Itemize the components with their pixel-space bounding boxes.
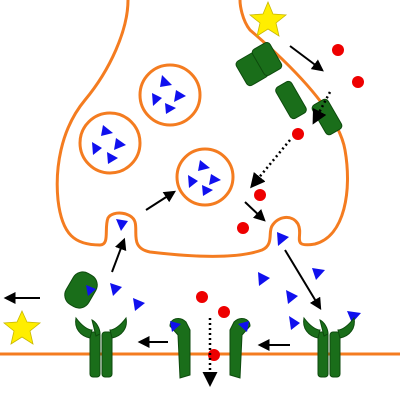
presynaptic-membrane xyxy=(55,0,349,258)
neurotransmitter-icon xyxy=(238,321,249,332)
postsynaptic-receptor-right xyxy=(303,316,355,378)
ion-icon xyxy=(254,189,266,201)
neurotransmitter-icon xyxy=(209,174,221,185)
neurotransmitter-icon xyxy=(289,316,300,330)
neurotransmitter-icon xyxy=(312,268,325,280)
ion-icon xyxy=(332,44,344,56)
arrow-icon xyxy=(312,91,332,125)
neurotransmitter-icon xyxy=(114,138,126,150)
ion-icon xyxy=(237,222,249,234)
star-icon xyxy=(248,0,288,37)
neurotransmitter-icon xyxy=(133,298,145,311)
arrow-icon xyxy=(244,201,266,222)
arrow-icon xyxy=(111,237,127,273)
ion-icon xyxy=(196,291,208,303)
neurotransmitter-icon xyxy=(152,93,162,106)
neurotransmitter-icon xyxy=(347,311,361,323)
presynaptic-receptor xyxy=(235,41,283,87)
ion-icon xyxy=(218,306,230,318)
neurotransmitter-icon xyxy=(174,90,186,102)
postsynaptic-ion-channel xyxy=(169,318,251,379)
neurotransmitter-icon xyxy=(188,175,198,188)
neurotransmitter-icon xyxy=(101,125,113,136)
neurotransmitter-icon xyxy=(202,185,213,196)
arrow-icon xyxy=(284,249,322,311)
neurotransmitter-icon xyxy=(160,75,172,87)
postsynaptic-receptor-left xyxy=(75,316,127,378)
star-icon xyxy=(2,310,42,345)
neurotransmitter-icon xyxy=(107,152,118,164)
arrow-icon xyxy=(250,139,291,189)
vesicle-top xyxy=(138,63,202,127)
neurotransmitter-icon xyxy=(198,160,210,171)
arrow-icon xyxy=(145,190,177,211)
vesicle-left xyxy=(78,111,142,175)
ion-icon xyxy=(352,76,364,88)
vesicle-lower xyxy=(175,147,235,207)
arrow-icon xyxy=(289,45,324,72)
neurotransmitter-icon xyxy=(165,103,176,114)
neurotransmitter-icon xyxy=(277,232,289,246)
neurotransmitter-icon xyxy=(258,272,270,286)
neurotransmitter-icon xyxy=(170,321,181,332)
neurotransmitter-icon xyxy=(92,142,102,155)
neurotransmitter-icon xyxy=(286,290,298,304)
neurotransmitter-icon xyxy=(86,285,96,296)
neurotransmitter-icon xyxy=(110,283,122,296)
reuptake-transporter xyxy=(64,271,98,309)
neurotransmitter-icon xyxy=(116,219,128,231)
ion-icon xyxy=(292,128,304,140)
